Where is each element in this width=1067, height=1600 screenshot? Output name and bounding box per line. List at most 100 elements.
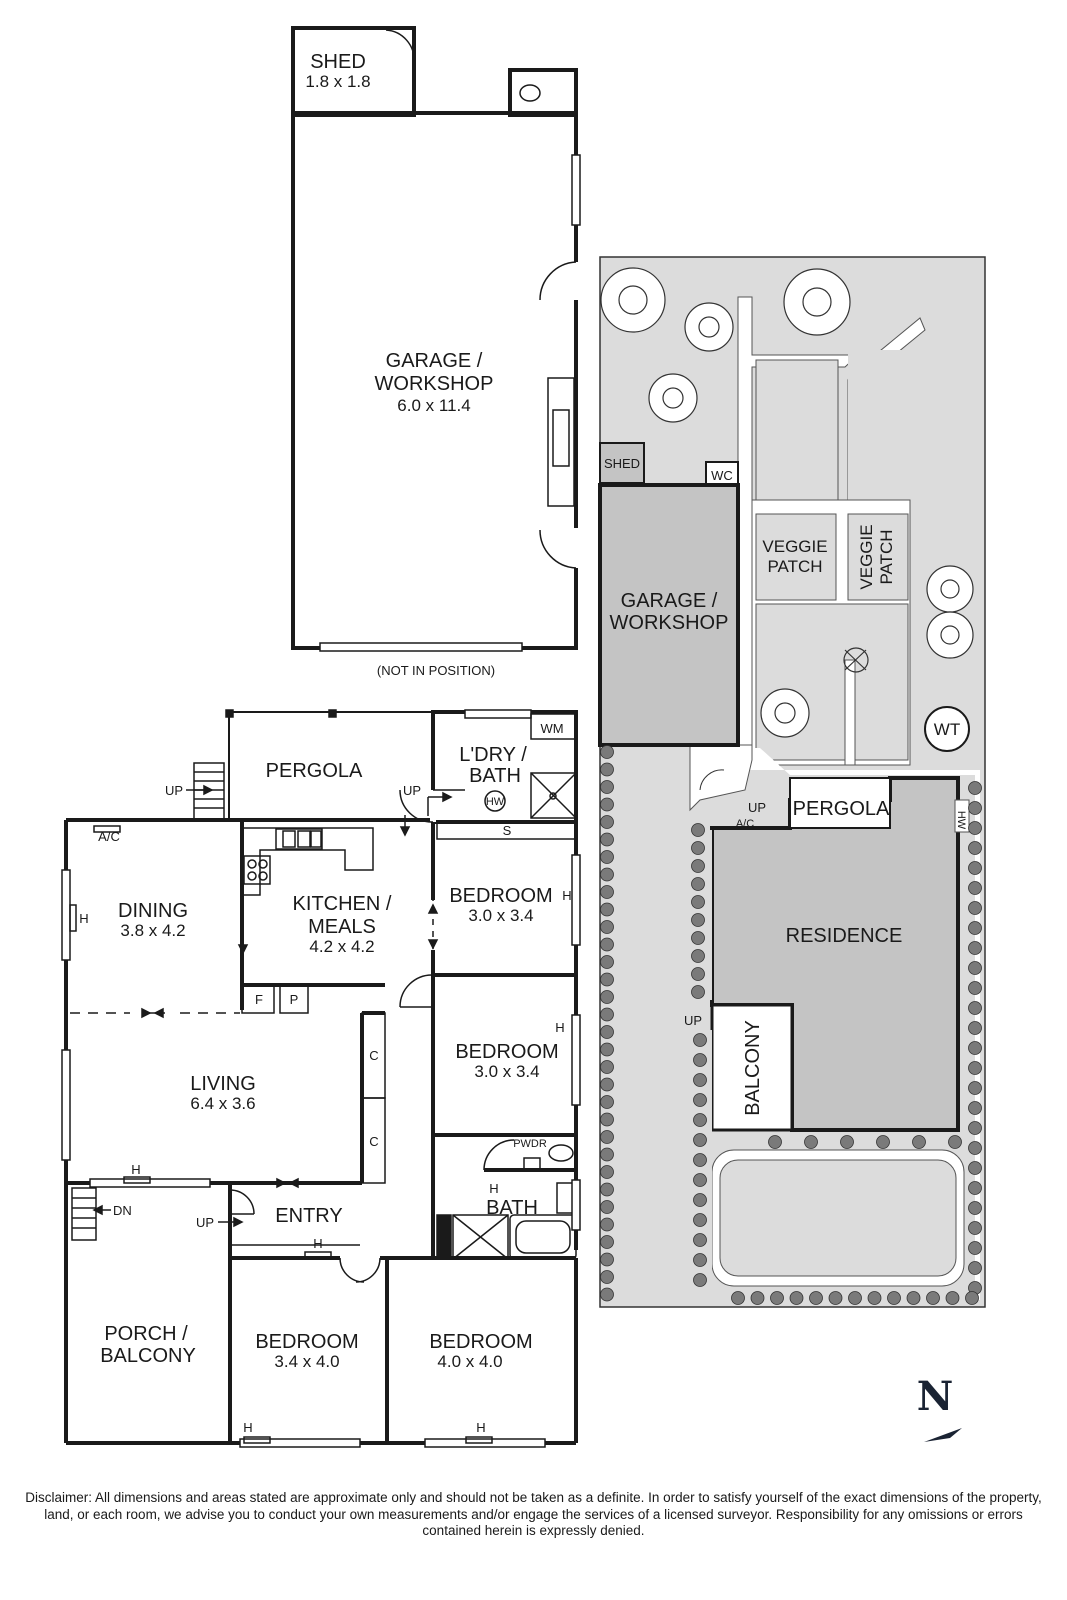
hedge-shrub <box>600 1042 614 1057</box>
hedge-shrub <box>600 990 614 1004</box>
hedge-shrub <box>600 780 614 794</box>
hedge-shrub <box>693 1233 707 1247</box>
garage-door-swing-2 <box>539 529 577 569</box>
bedroom-se-dim: 4.0 x 4.0 <box>437 1352 502 1371</box>
hedge-shrub <box>691 985 705 999</box>
hedge-shrub <box>600 1165 614 1179</box>
hedge-shrub <box>691 841 705 855</box>
kitchen-sink <box>275 828 323 850</box>
hedge-shrub <box>968 1001 982 1015</box>
laundry-label-2: BATH <box>469 765 521 787</box>
living-heater: H <box>131 1162 140 1177</box>
hedge-shrub <box>789 1291 804 1305</box>
cupboard-label-1: C <box>369 1048 378 1063</box>
hedge-shrub <box>968 1161 982 1175</box>
bedroom-e-dim: 3.0 x 3.4 <box>474 1062 539 1081</box>
hedge-shrub <box>968 781 982 795</box>
hedge-shrub <box>968 1261 982 1275</box>
hedge-shrub <box>968 1141 982 1155</box>
hot-water-unit <box>484 790 506 812</box>
hedge-shrub <box>968 1041 982 1055</box>
hedge-shrub <box>693 1133 707 1147</box>
hedge-shrub <box>750 1291 765 1305</box>
up-label-entry: UP <box>196 1215 214 1230</box>
living-dim: 6.4 x 3.6 <box>190 1094 255 1113</box>
site-plan <box>598 256 986 1308</box>
hedge-shrub <box>693 1193 707 1207</box>
garage-name-1: GARAGE / <box>386 350 483 372</box>
laundry-label-1: L'DRY / <box>459 744 527 766</box>
hedge-shrub <box>600 937 614 952</box>
bath-heater: H <box>489 1181 498 1196</box>
hedge-shrub <box>691 913 705 927</box>
dining-name: DINING <box>118 900 188 922</box>
hedge-shrub <box>600 1287 614 1302</box>
veggie-patch-1b: PATCH <box>767 557 822 576</box>
bedroom-se-heater: H <box>476 1420 485 1435</box>
hedge-shrub <box>926 1291 940 1305</box>
veggie-patch-2b: PATCH <box>877 529 896 584</box>
pergola-steps <box>193 762 225 821</box>
hedge-shrub <box>968 1221 982 1235</box>
hedge-shrub <box>600 1025 614 1039</box>
shelf-label: S <box>503 823 512 838</box>
hedge-shrub <box>600 815 614 829</box>
hedge-shrub <box>770 1291 784 1305</box>
site-pergola-label: PERGOLA <box>793 798 890 820</box>
not-in-position-note: (NOT IN POSITION) <box>377 663 495 678</box>
hedge-shrub <box>876 1135 890 1149</box>
bedroom-e-heater: H <box>555 1020 564 1035</box>
disclaimer: Disclaimer: All dimensions and areas sta… <box>25 1490 1042 1538</box>
garage-window-east-frame <box>571 154 581 226</box>
hedge-shrub <box>968 861 982 875</box>
north-label: N <box>917 1373 954 1420</box>
north-arrow: N <box>917 1373 962 1442</box>
hedge-shrub <box>691 895 705 909</box>
hedge-shrub <box>691 859 705 873</box>
hedge-shrub <box>968 961 982 975</box>
site-up-label-balcony: UP <box>684 1013 702 1028</box>
hedge-shrub <box>731 1291 745 1305</box>
bath-shower <box>452 1214 509 1260</box>
water-tank <box>924 706 970 752</box>
hedge-shrub <box>828 1291 843 1305</box>
bath-name: BATH <box>486 1197 538 1219</box>
trees <box>600 267 974 738</box>
kitchen-name-2: MEALS <box>308 916 376 938</box>
hedge-shrub <box>691 823 705 837</box>
hedge-shrub <box>600 867 614 882</box>
garage-sink-bench <box>547 377 575 507</box>
hedge-shrub <box>968 981 982 995</box>
bedroom-sw-name: BEDROOM <box>255 1331 358 1353</box>
dining-heater: H <box>79 911 88 926</box>
shed-name: SHED <box>310 51 366 73</box>
wm-space <box>530 713 577 740</box>
up-label-pergola: UP <box>165 783 183 798</box>
hedge-shrub <box>968 821 982 835</box>
garage-sink <box>552 409 570 467</box>
hedge-shrub <box>600 1217 614 1232</box>
porch-name-1: PORCH / <box>104 1323 188 1345</box>
hedge-shrub <box>693 1253 707 1267</box>
hedge-shrub <box>600 850 614 864</box>
hedge-shrub <box>600 972 614 987</box>
tree-shrub-x <box>843 647 869 673</box>
hedge-shrub <box>965 1291 979 1305</box>
hedge-shrub <box>691 967 705 981</box>
garage-wc <box>508 68 578 117</box>
arrows <box>92 784 453 1228</box>
hedge-shrub <box>691 931 705 945</box>
pergola-label: PERGOLA <box>266 760 363 782</box>
hedge-shrub <box>600 1130 614 1144</box>
garage-block <box>291 26 581 652</box>
hedge-shrub <box>600 745 614 759</box>
hedge-shrub <box>968 921 982 935</box>
entry-heater: H <box>313 1236 322 1251</box>
cooktop <box>243 855 271 885</box>
site-pergola <box>789 777 891 829</box>
hedge-shrub <box>945 1291 960 1305</box>
veggie-patch-1a: VEGGIE <box>762 537 827 556</box>
site-up-label-pergola: UP <box>748 800 766 815</box>
hedge-shrub <box>968 801 982 815</box>
